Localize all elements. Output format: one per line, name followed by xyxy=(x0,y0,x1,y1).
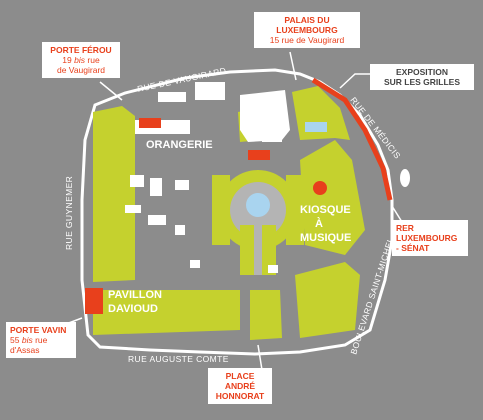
parterre-left xyxy=(212,175,230,245)
building-north-west xyxy=(158,92,186,102)
label-pavillon-2: DAVIOUD xyxy=(108,303,158,315)
palais-building xyxy=(240,90,290,142)
label-kiosque-1: KIOSQUE xyxy=(300,204,351,216)
palais-address: 15 rue de Vaugirard xyxy=(269,35,345,45)
callout-place-honnorat: PLACE ANDRÉ HONNORAT xyxy=(208,368,272,404)
parterre-right xyxy=(286,175,304,245)
honnorat-line-2: ANDRÉ xyxy=(224,381,256,391)
porte-ferou-num: 19 xyxy=(62,55,72,65)
parterre-south-path xyxy=(254,225,262,275)
lawn-south-mid xyxy=(250,290,282,340)
porte-ferou-rue: rue xyxy=(87,55,100,65)
building-d xyxy=(125,205,141,213)
callout-exposition: EXPOSITION SUR LES GRILLES xyxy=(370,64,474,90)
porte-ferou-bis: bis xyxy=(74,55,86,65)
callout-palais: PALAIS DU LUXEMBOURG 15 rue de Vaugirard xyxy=(254,12,360,48)
lawn-south xyxy=(93,290,240,335)
lawn-east xyxy=(300,140,365,255)
building-e xyxy=(175,180,189,190)
street-auguste-comte: RUE AUGUSTE COMTE xyxy=(128,354,229,364)
label-kiosque-2: À xyxy=(315,217,323,230)
porte-vavin-address-2: d'Assas xyxy=(10,345,40,355)
connector-honnorat xyxy=(257,344,263,371)
building-g xyxy=(190,260,200,268)
label-kiosque-3: MUSIQUE xyxy=(300,232,351,244)
orangerie-accent xyxy=(139,118,161,128)
pavillon-accent xyxy=(85,288,103,314)
porte-vavin-bis: bis xyxy=(21,335,33,345)
connector-palais xyxy=(289,51,297,81)
rer-line-2: LUXEMBOURG xyxy=(396,233,458,243)
exposition-line-1: EXPOSITION xyxy=(396,67,448,77)
palais-accent xyxy=(248,150,270,160)
connector-ferou xyxy=(99,81,123,101)
porte-ferou-address-2: de Vaugirard xyxy=(56,65,106,75)
palais-wing xyxy=(262,130,282,142)
central-fountain xyxy=(246,193,270,217)
porte-vavin-num: 55 xyxy=(10,335,20,345)
porte-vavin-address-1: 55 bis rue xyxy=(10,335,72,345)
lawn-west xyxy=(93,106,135,282)
kiosque-marker xyxy=(313,181,327,195)
lawn-east-south xyxy=(295,262,360,338)
callout-porte-ferou: PORTE FÉROU 19 bis rue de Vaugirard xyxy=(42,42,120,78)
medicis-roundabout xyxy=(400,169,410,187)
palais-title-1: PALAIS DU xyxy=(284,15,330,25)
connector-exposition xyxy=(339,73,370,89)
street-guynemer: RUE GUYNEMER xyxy=(64,176,74,250)
porte-ferou-address-1: 19 bis rue xyxy=(46,55,116,65)
label-orangerie: ORANGERIE xyxy=(146,139,213,151)
building-b xyxy=(130,175,144,187)
honnorat-line-1: PLACE xyxy=(225,371,255,381)
petit-luxembourg xyxy=(195,82,225,100)
label-pavillon-1: PAVILLON xyxy=(108,289,162,301)
building-a xyxy=(150,178,162,196)
building-h xyxy=(268,265,278,273)
exposition-line-2: SUR LES GRILLES xyxy=(383,77,461,87)
medicis-fountain-basin xyxy=(305,122,327,132)
honnorat-line-3: HONNORAT xyxy=(215,391,265,401)
porte-vavin-rue: rue xyxy=(35,335,48,345)
connector-rer xyxy=(391,205,403,223)
porte-vavin-title: PORTE VAVIN xyxy=(10,325,67,335)
palais-title-2: LUXEMBOURG xyxy=(276,25,338,35)
porte-ferou-title: PORTE FÉROU xyxy=(50,45,112,55)
building-f xyxy=(175,225,185,235)
callout-rer: RER LUXEMBOURG - SÉNAT xyxy=(392,220,468,256)
rer-line-3: - SÉNAT xyxy=(396,243,430,253)
rer-line-1: RER xyxy=(396,223,414,233)
building-c xyxy=(148,215,166,225)
callout-porte-vavin: PORTE VAVIN 55 bis rue d'Assas xyxy=(6,322,76,358)
exposition-grilles-segment xyxy=(311,77,393,201)
